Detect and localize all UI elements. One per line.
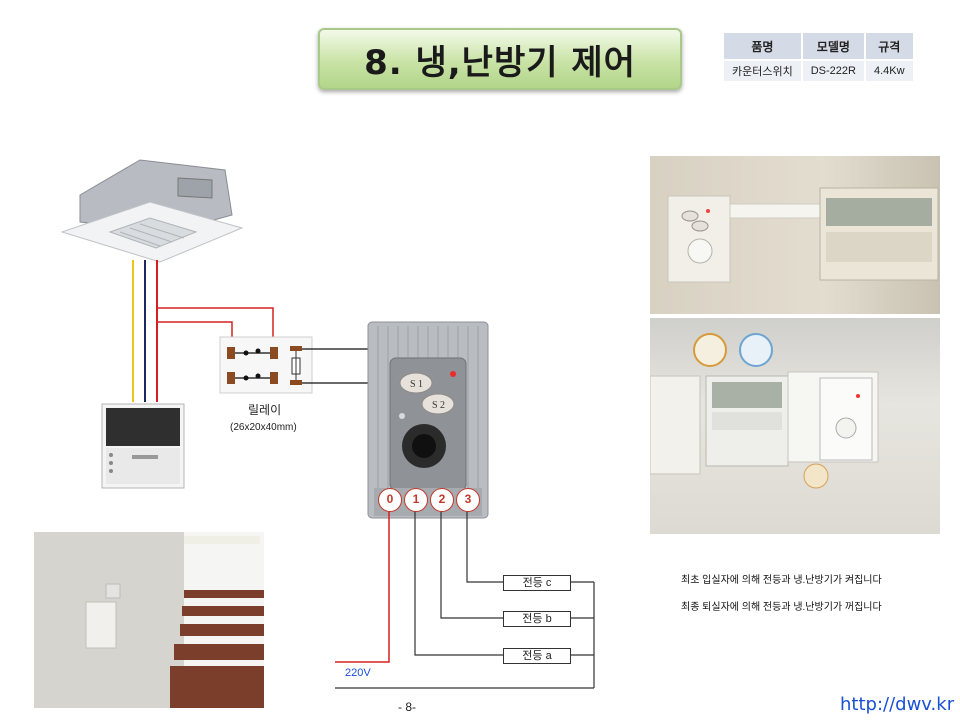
lamp-b-box: 전등 b bbox=[503, 611, 571, 627]
spec-table: 품명 모델명 규격 카운터스위치 DS-222R 4.4Kw bbox=[722, 31, 915, 83]
relay-dimensions: (26x20x40mm) bbox=[230, 422, 297, 433]
terminal-3: 3 bbox=[456, 488, 480, 512]
spec-product: 카운터스위치 bbox=[724, 61, 801, 81]
counter-switch-image bbox=[367, 321, 489, 519]
spec-header-size: 규격 bbox=[865, 33, 913, 59]
lamp-c-box: 전등 c bbox=[503, 575, 571, 591]
ceiling-ac-unit-image bbox=[60, 159, 244, 263]
lamp-a-box: 전등 a bbox=[503, 648, 571, 664]
switch-button-s1: S 1 bbox=[410, 379, 423, 390]
spec-header-row: 품명 모델명 규격 bbox=[724, 33, 913, 59]
lecture-room-photo bbox=[34, 532, 264, 708]
note-last-exit: 최종 퇴실자에 의해 전등과 냉.난방기가 꺼집니다 bbox=[681, 602, 882, 613]
page-number: - 8- bbox=[398, 700, 416, 714]
voltage-label: 220V bbox=[345, 667, 371, 679]
spec-header-model: 모델명 bbox=[802, 33, 864, 59]
terminal-0: 0 bbox=[378, 488, 402, 512]
terminal-1: 1 bbox=[404, 488, 428, 512]
installation-photo-1 bbox=[650, 156, 940, 314]
note-first-entry: 최초 입실자에 의해 전등과 냉.난방기가 켜집니다 bbox=[681, 575, 882, 586]
spec-model: DS-222R bbox=[802, 61, 864, 81]
thermostat-controller-image bbox=[101, 403, 185, 489]
relay-label: 릴레이 bbox=[248, 403, 282, 417]
spec-header-name: 품명 bbox=[724, 33, 801, 59]
installation-photo-2 bbox=[650, 318, 940, 534]
spec-rating: 4.4Kw bbox=[865, 61, 913, 81]
relay-box bbox=[219, 336, 313, 394]
switch-button-s2: S 2 bbox=[432, 400, 445, 411]
page-title: 8. 냉,난방기 제어 bbox=[364, 42, 636, 83]
footer-url-link[interactable]: http://dwv.kr bbox=[840, 694, 955, 715]
title-banner: 8. 냉,난방기 제어 bbox=[318, 28, 682, 90]
terminal-2: 2 bbox=[430, 488, 454, 512]
spec-row: 카운터스위치 DS-222R 4.4Kw bbox=[724, 61, 913, 81]
